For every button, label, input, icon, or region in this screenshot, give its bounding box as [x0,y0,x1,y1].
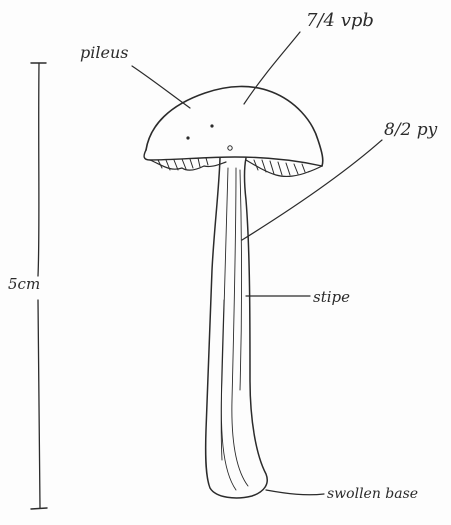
pileus-cap [144,86,323,176]
scale-label: 5cm [8,277,40,292]
leader-lines [132,32,382,495]
stipe-stem [206,158,268,498]
gill-color-label: 8/2 py [384,122,437,139]
stipe-label: stipe [313,290,350,305]
swollen-base-label: swollen base [327,487,418,501]
pileus-label: pileus [80,45,128,61]
cap-color-label: 7/4 vpb [306,12,374,30]
